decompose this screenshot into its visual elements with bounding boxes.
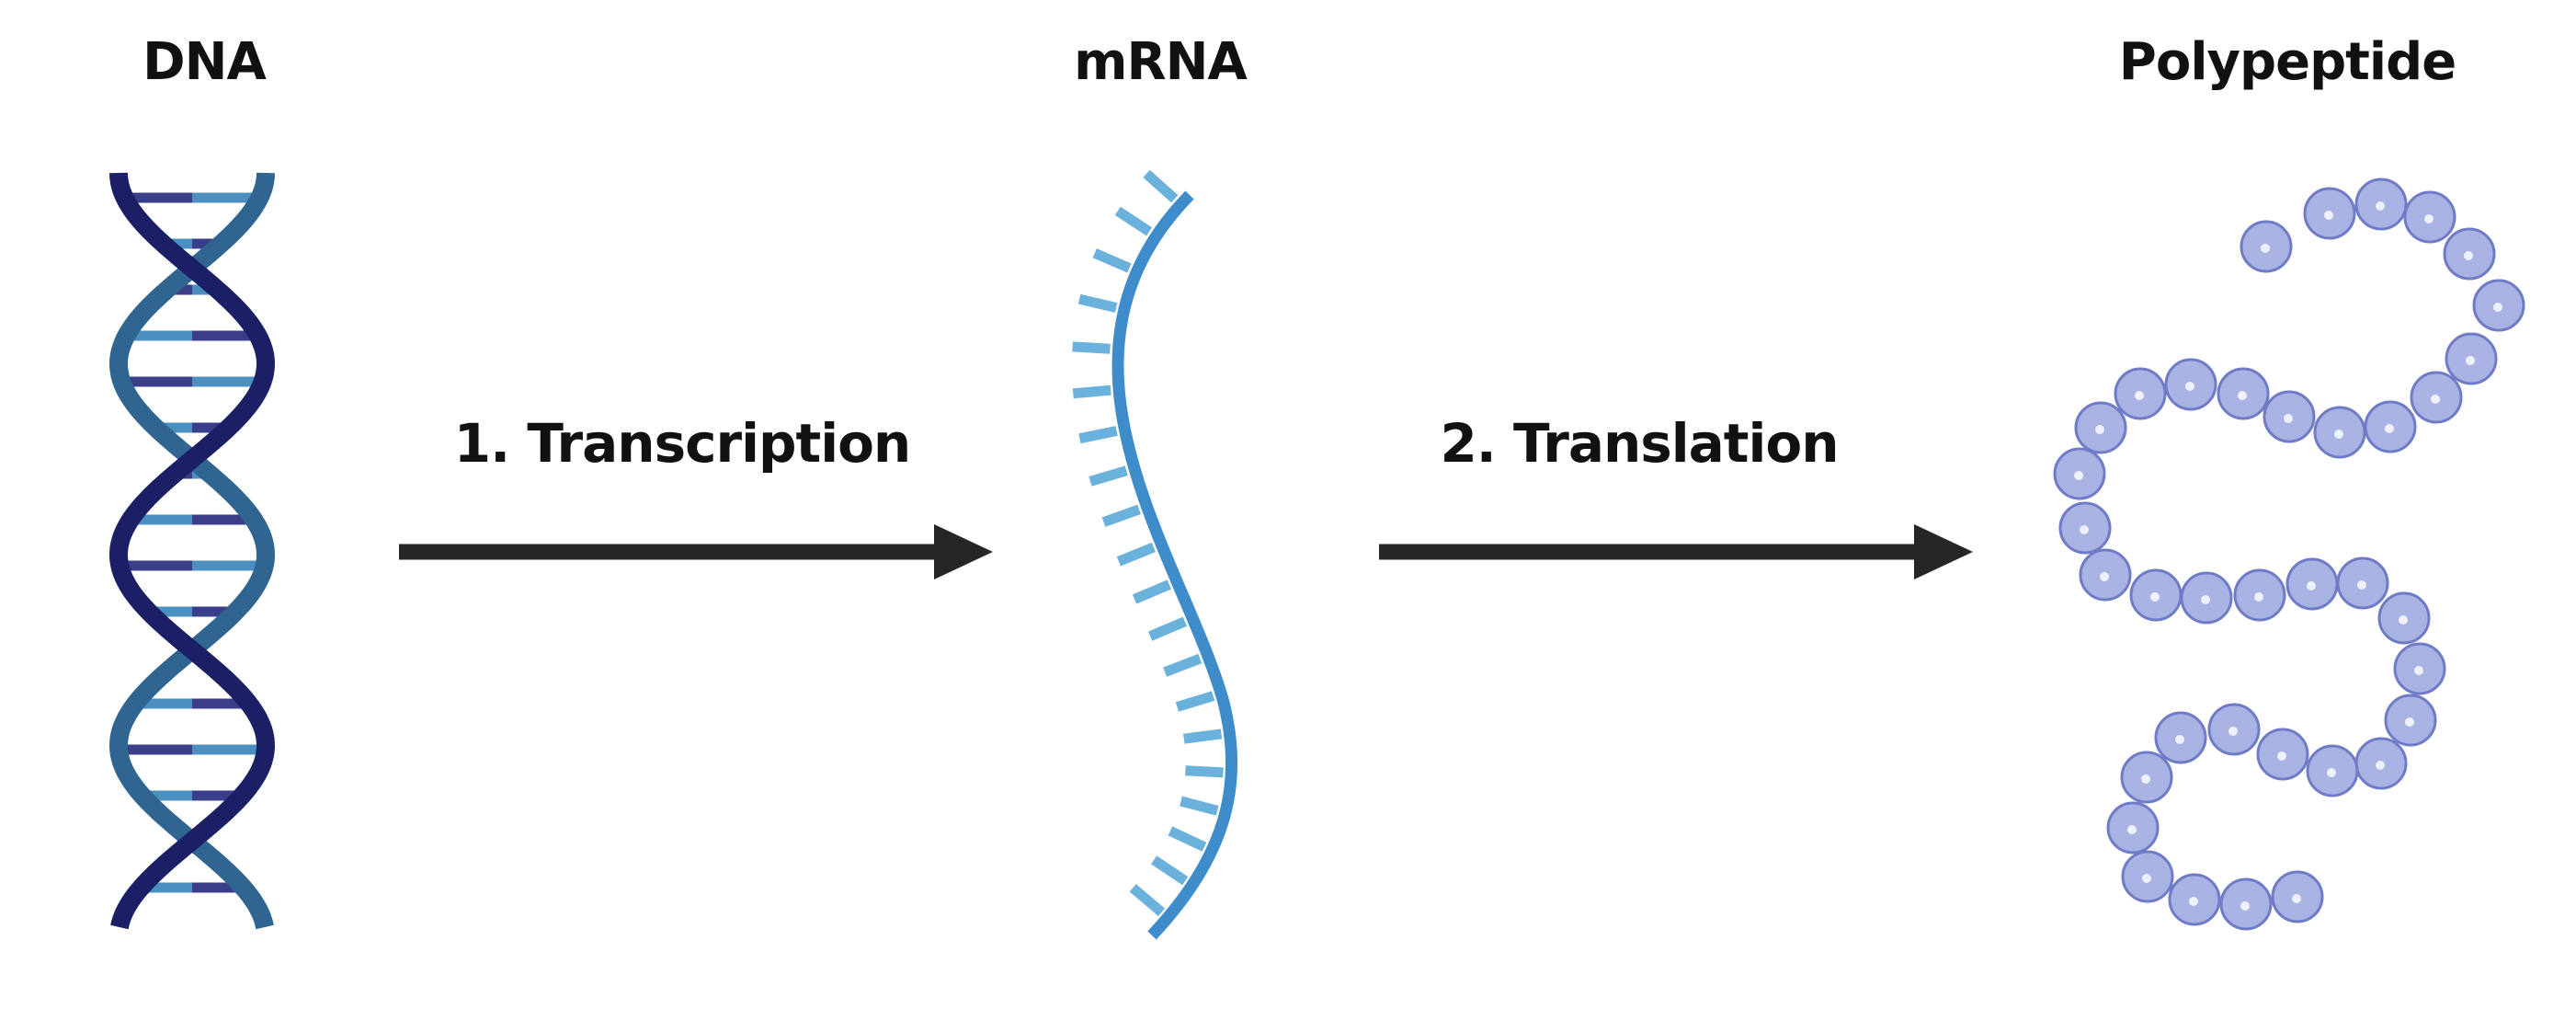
transcription-label: 1. Transcription — [454, 412, 910, 475]
polypeptide-chain — [2053, 178, 2525, 931]
amino-acid — [2263, 390, 2316, 443]
dna-strand-a — [108, 172, 276, 930]
mrna-backbone — [1111, 190, 1238, 940]
mrna-base — [1183, 728, 1223, 744]
mrna-title: mRNA — [1074, 32, 1248, 92]
amino-acid — [2164, 358, 2217, 411]
mrna-bases — [1072, 169, 1224, 916]
amino-acid — [2303, 187, 2356, 240]
amino-acid — [2472, 279, 2525, 332]
amino-acid — [2120, 751, 2173, 804]
mrna-base — [1175, 691, 1215, 712]
mrna-base — [1180, 796, 1219, 816]
mrna-base — [1078, 426, 1118, 444]
amino-acid — [2233, 568, 2286, 622]
dna-double-helix — [108, 172, 276, 930]
dna-title: DNA — [142, 32, 267, 92]
amino-acid — [2364, 400, 2417, 453]
amino-acid — [2403, 190, 2456, 244]
amino-acid — [2114, 367, 2167, 420]
amino-acid — [2354, 178, 2408, 231]
mrna-base — [1185, 765, 1224, 778]
amino-acid — [2219, 877, 2273, 931]
mrna-base — [1089, 465, 1128, 487]
amino-acid — [2106, 801, 2160, 854]
mrna-base — [1101, 504, 1141, 527]
amino-acid — [2180, 571, 2233, 625]
amino-acid — [2384, 694, 2437, 747]
amino-acid — [2271, 870, 2324, 923]
mrna-base — [1077, 293, 1118, 313]
amino-acid — [2079, 548, 2132, 602]
amino-acid — [2053, 447, 2106, 500]
mrna-base — [1143, 169, 1179, 203]
amino-acid — [2306, 744, 2359, 797]
mrna-strand — [1072, 169, 1238, 940]
amino-acid — [2313, 406, 2366, 459]
amino-acid — [2377, 591, 2431, 645]
amino-acid — [2129, 568, 2183, 622]
mrna-base — [1151, 855, 1189, 886]
translation-label: 2. Translation — [1440, 412, 1838, 475]
amino-acid — [2443, 227, 2496, 281]
amino-acid — [2217, 367, 2270, 420]
amino-acid — [2207, 703, 2261, 756]
mrna-base — [1116, 542, 1156, 567]
mrna-base — [1114, 206, 1153, 236]
amino-acid — [2121, 850, 2174, 903]
mrna-base — [1168, 826, 1207, 852]
amino-acid — [2285, 557, 2339, 611]
mrna-base — [1092, 248, 1132, 273]
amino-acid — [2410, 371, 2463, 424]
amino-acid — [2168, 873, 2221, 926]
mrna-base — [1072, 384, 1111, 399]
mrna-base — [1163, 653, 1203, 677]
amino-acid — [2445, 332, 2498, 385]
mrna-base — [1072, 341, 1111, 354]
amino-acid — [2393, 642, 2446, 695]
mrna-base — [1129, 884, 1166, 916]
mrna-base — [1147, 616, 1188, 641]
transcription-arrow — [399, 524, 993, 579]
polypeptide-title: Polypeptide — [2119, 32, 2456, 92]
amino-acid — [2354, 737, 2408, 790]
amino-acid — [2240, 220, 2293, 273]
amino-acid — [2336, 556, 2389, 610]
amino-acid — [2154, 711, 2207, 764]
amino-acid — [2058, 501, 2112, 555]
dna-strand-b — [108, 172, 276, 930]
amino-acid — [2256, 728, 2309, 781]
amino-acid — [2074, 401, 2127, 454]
translation-arrow — [1379, 524, 1973, 579]
mrna-base — [1132, 579, 1171, 604]
